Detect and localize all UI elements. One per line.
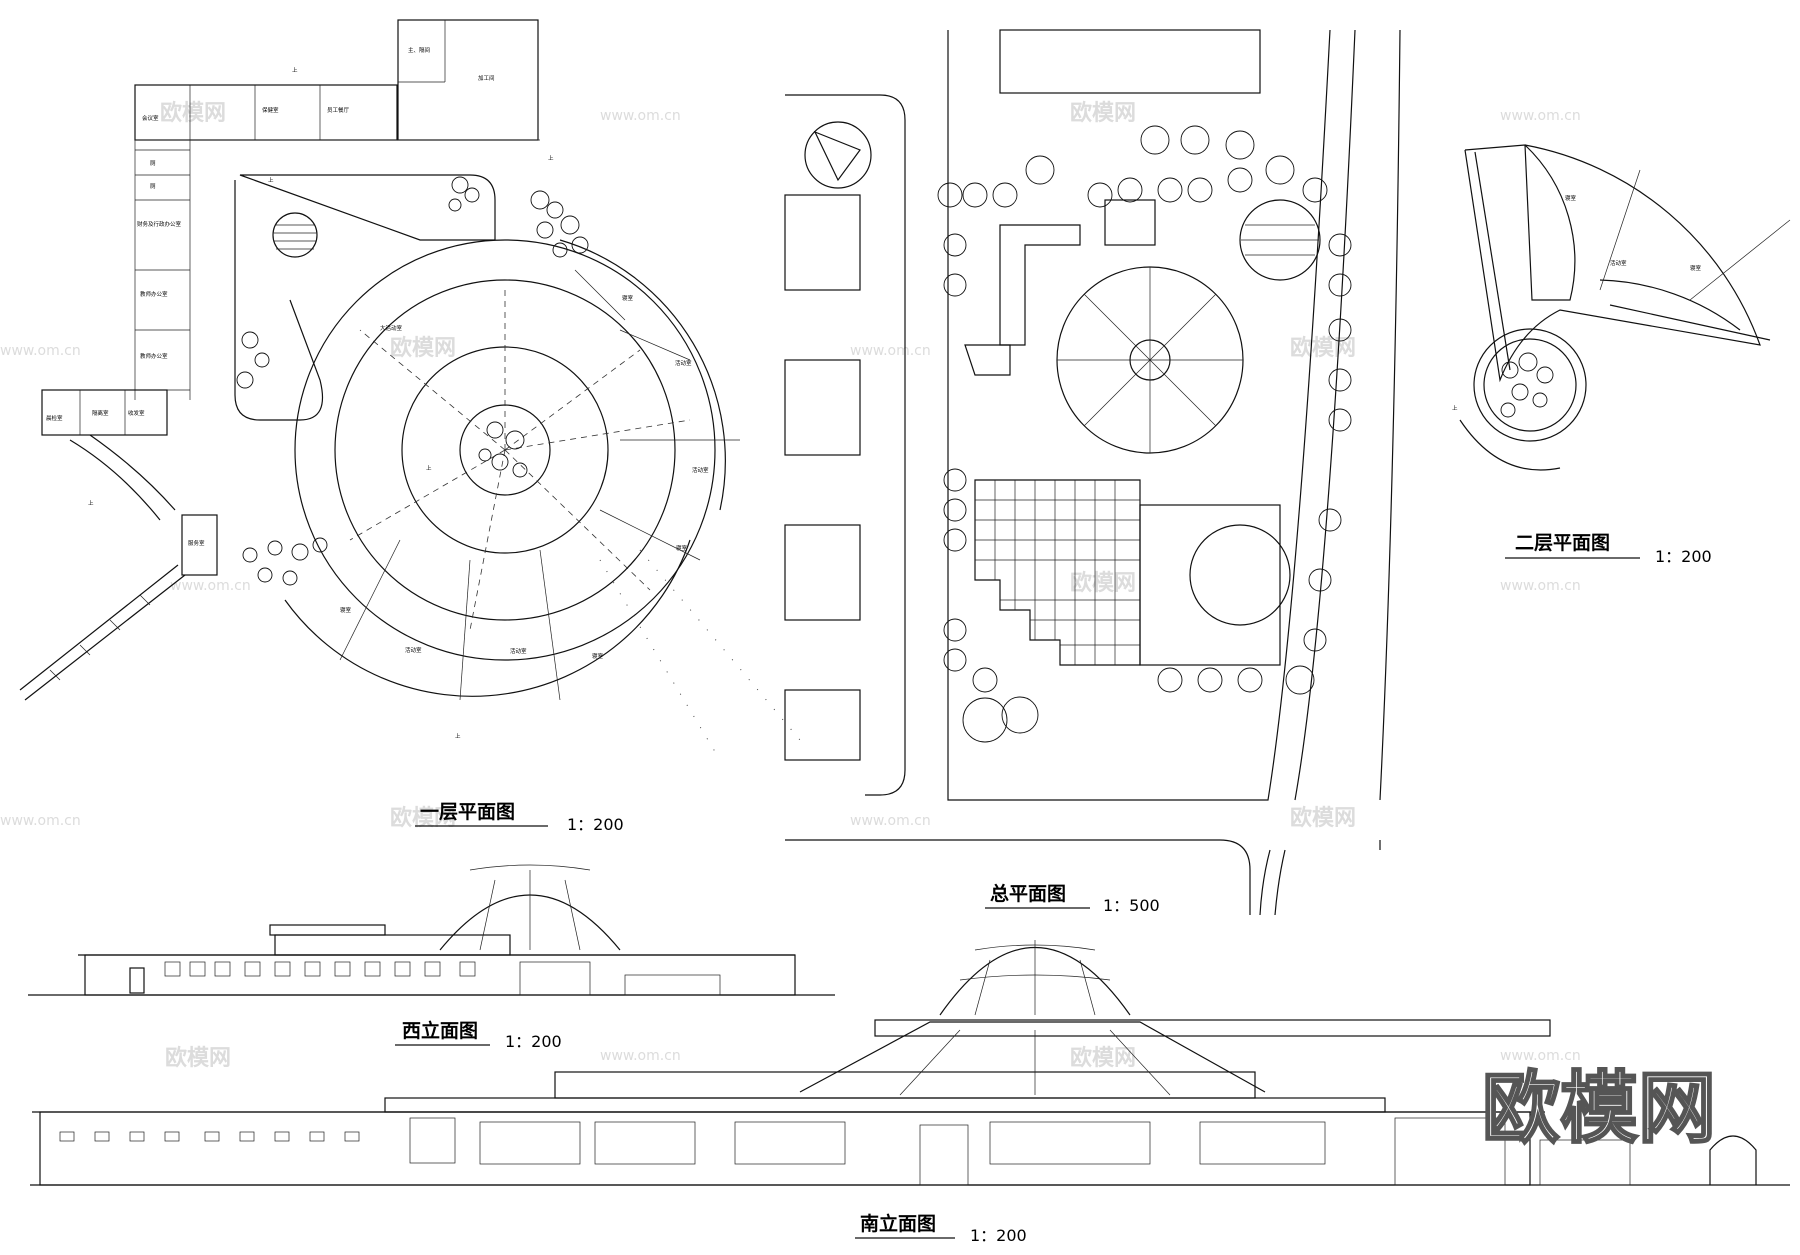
watermark-brand: 欧模网	[1070, 100, 1136, 126]
brand-logo: 欧模网	[1482, 1064, 1716, 1154]
watermark-url: www.om.cn	[0, 343, 81, 359]
room-label: 教师办公室	[140, 352, 168, 360]
room-label: 厕	[150, 160, 156, 167]
first-floor-plan: 会议室 保健室 员工餐厅 加工间 主、隔间 财务及行政办公室 教师办公室 教师办…	[19, 19, 801, 834]
room-label: 寝室	[676, 544, 688, 552]
room-label: 主、隔间	[408, 46, 430, 54]
tree-cluster	[236, 176, 589, 586]
pergola	[19, 564, 186, 701]
room-label: 活动室	[692, 466, 709, 474]
window-row	[164, 961, 721, 996]
up-marker: 上	[1452, 404, 1458, 412]
up-marker: 上	[292, 66, 298, 74]
watermark-url: www.om.cn	[850, 343, 931, 359]
west-elevation-scale: 1：200	[505, 1032, 562, 1051]
room-label: 员工餐厅	[327, 106, 350, 114]
room-label: 寝室	[1565, 194, 1577, 202]
west-elevation-title: 西立面图	[402, 1019, 478, 1042]
west-elevation: 西立面图 1：200	[28, 864, 835, 1051]
room-label: 收发室	[128, 409, 145, 417]
room-label: 活动室	[405, 646, 422, 654]
room-label: 加工间	[478, 74, 495, 82]
watermark-url: www.om.cn	[0, 813, 81, 829]
room-label: 服务室	[188, 539, 205, 547]
watermark-layer: 欧模网 www.om.cn 欧模网 www.om.cn www.om.cn 欧模…	[0, 100, 1581, 1071]
sports-field	[999, 29, 1261, 94]
window-row	[59, 1117, 1631, 1186]
watermark-url: www.om.cn	[850, 813, 931, 829]
tree-cluster	[1500, 352, 1554, 418]
watermark-brand: 欧模网	[1290, 805, 1356, 831]
compass-icon	[804, 121, 872, 189]
second-floor-plan: 寝室 活动室 寝室 上 二层平面图 1：200	[1452, 144, 1791, 566]
tree-row	[937, 125, 1352, 743]
first-floor-title: 一层平面图	[420, 801, 515, 823]
south-elevation-scale: 1：200	[970, 1226, 1027, 1245]
second-floor-title: 二层平面图	[1515, 532, 1610, 554]
main-entrance-door	[919, 1124, 969, 1186]
room-label: 晨检室	[46, 414, 63, 422]
neighbor-building	[784, 194, 861, 291]
room-label: 寝室	[592, 652, 604, 660]
watermark-url: www.om.cn	[1500, 108, 1581, 124]
room-label: 财务及行政办公室	[137, 220, 182, 228]
site-plan-scale: 1：500	[1103, 896, 1160, 915]
room-label: 保健室	[262, 106, 279, 114]
south-elevation: 欧模网 南立面图 1：200	[30, 940, 1790, 1245]
neighbor-building	[784, 524, 861, 621]
round-lawn	[1239, 199, 1321, 281]
watermark-url: www.om.cn	[1500, 1048, 1581, 1064]
watermark-url: www.om.cn	[600, 108, 681, 124]
site-plan: 总平面图 1：500	[784, 29, 1401, 916]
watermark-brand: 欧模网	[390, 335, 456, 361]
room-label: 活动室	[675, 359, 692, 367]
room-label: 隔离室	[92, 409, 109, 417]
second-floor-scale: 1：200	[1655, 547, 1712, 566]
watermark-brand: 欧模网	[390, 805, 456, 831]
neighbor-building	[784, 359, 861, 456]
room-label: 寝室	[340, 606, 352, 614]
watermark-url: www.om.cn	[600, 1048, 681, 1064]
kitchen-block	[397, 19, 539, 141]
room-label: 教师办公室	[140, 290, 168, 298]
up-marker: 上	[426, 464, 432, 472]
room-label: 会议室	[142, 114, 159, 122]
plaza-grid	[974, 479, 1141, 666]
watermark-brand: 欧模网	[160, 100, 226, 126]
room-label: 寝室	[1690, 264, 1702, 272]
service-room	[181, 514, 218, 576]
watermark-url: www.om.cn	[170, 578, 251, 594]
first-floor-scale: 1：200	[567, 815, 624, 834]
entry-block	[41, 389, 168, 436]
up-marker: 上	[268, 176, 274, 184]
watermark-brand: 欧模网	[1070, 1045, 1136, 1071]
watermark-brand: 欧模网	[165, 1045, 231, 1071]
room-label: 厕	[150, 183, 156, 190]
up-marker: 上	[455, 732, 461, 740]
room-label: 大活动室	[380, 324, 403, 332]
up-marker: 上	[548, 154, 554, 162]
play-circle	[1189, 524, 1291, 626]
room-label: 寝室	[622, 294, 634, 302]
watermark-url: www.om.cn	[1500, 578, 1581, 594]
neighbor-building	[784, 689, 861, 761]
room-label: 活动室	[510, 647, 527, 655]
watermark-brand: 欧模网	[1070, 570, 1136, 596]
up-marker: 上	[88, 499, 94, 507]
south-elevation-title: 南立面图	[860, 1212, 936, 1235]
room-label: 活动室	[1610, 259, 1627, 267]
site-plan-title: 总平面图	[990, 882, 1066, 905]
